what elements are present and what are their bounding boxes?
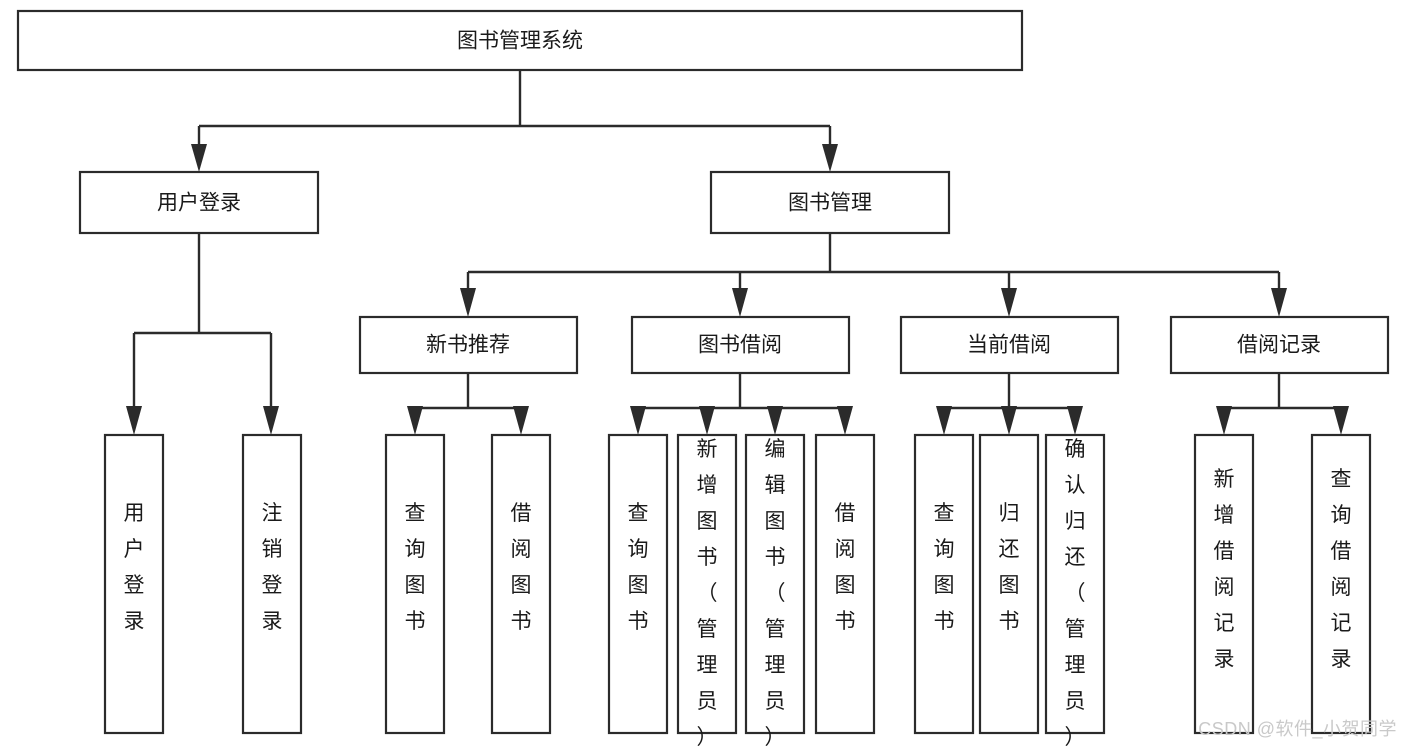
node-borrow-record-box[interactable] <box>1169 315 1390 375</box>
node-new-book-recommend[interactable]: 新书推荐 <box>358 315 579 375</box>
leaf-bb-borrow-book-label: 借阅图书 <box>835 502 856 633</box>
leaf-cb-return-book[interactable]: 归还图书 <box>978 433 1040 735</box>
arrow-head-nb-leaf-2 <box>513 406 529 435</box>
connector-group-root <box>191 70 838 172</box>
watermark-text: CSDN @软件_小贺同学 <box>1198 719 1397 739</box>
leaf-bb-query-book-label: 查询图书 <box>628 502 649 633</box>
node-user-login[interactable]: 用户登录 <box>78 170 320 235</box>
leaf-br-add-record[interactable]: 新增借阅记录 <box>1193 433 1255 735</box>
connector-group-current-borrow <box>936 373 1083 435</box>
leaf-bb-edit-book[interactable]: 编辑图书（管理员） <box>744 433 806 747</box>
arrow-head-cb-leaf-2 <box>1001 406 1017 435</box>
leaf-br-add-record-label: 新增借阅记录 <box>1214 468 1235 671</box>
arrow-head-book-borrow <box>732 288 748 317</box>
leaf-nb-query-book-label: 查询图书 <box>405 502 426 633</box>
leaf-user-login[interactable]: 用户登录 <box>103 433 165 735</box>
node-root-label: 图书管理系统 <box>457 30 583 53</box>
node-user-login-label: 用户登录 <box>157 192 241 215</box>
node-current-borrow[interactable]: 当前借阅 <box>899 315 1120 375</box>
leaf-bb-query-book[interactable]: 查询图书 <box>607 433 669 735</box>
arrow-head-user-login <box>191 144 207 172</box>
leaf-cb-confirm-return[interactable]: 确认归还（管理员） <box>1044 433 1106 747</box>
leaf-cb-confirm-return-box[interactable] <box>1044 433 1106 735</box>
leaf-cb-return-book-label: 归还图书 <box>999 502 1020 633</box>
node-book-borrow-box[interactable] <box>630 315 851 375</box>
leaf-cb-confirm-return-label: 确认归还（管理员） <box>1065 438 1086 747</box>
arrow-head-bb-leaf-1 <box>630 406 646 435</box>
arrow-head-new-book <box>460 288 476 317</box>
leaf-nb-borrow-book-box[interactable] <box>490 433 552 735</box>
leaf-bb-add-book-label: 新增图书（管理员） <box>697 438 718 747</box>
arrow-head-cb-leaf-3 <box>1067 406 1083 435</box>
node-root-box[interactable] <box>16 9 1024 72</box>
connector-group-new-book <box>407 373 529 435</box>
leaf-cb-query-book[interactable]: 查询图书 <box>913 433 975 735</box>
leaf-br-query-record[interactable]: 查询借阅记录 <box>1310 433 1372 735</box>
leaf-bb-add-book-box[interactable] <box>676 433 738 735</box>
arrow-head-bb-leaf-2 <box>699 406 715 435</box>
leaf-bb-edit-book-box[interactable] <box>744 433 806 735</box>
leaf-logout[interactable]: 注销登录 <box>241 433 303 735</box>
leaf-cb-return-book-box[interactable] <box>978 433 1040 735</box>
leaf-nb-borrow-book[interactable]: 借阅图书 <box>490 433 552 735</box>
connector-group-user-login <box>126 233 279 435</box>
node-new-book-recommend-box[interactable] <box>358 315 579 375</box>
leaf-cb-query-book-box[interactable] <box>913 433 975 735</box>
leaf-logout-label: 注销登录 <box>262 502 283 633</box>
arrow-head-borrow-record <box>1271 288 1287 317</box>
node-current-borrow-box[interactable] <box>899 315 1120 375</box>
leaf-user-login-label: 用户登录 <box>124 502 145 633</box>
leaf-br-add-record-box[interactable] <box>1193 433 1255 735</box>
leaf-user-login-box[interactable] <box>103 433 165 735</box>
node-book-manage[interactable]: 图书管理 <box>709 170 951 235</box>
leaf-br-query-record-label: 查询借阅记录 <box>1331 468 1352 671</box>
leaf-bb-edit-book-label: 编辑图书（管理员） <box>765 438 786 747</box>
connector-group-borrow-record <box>1216 373 1349 435</box>
leaf-bb-borrow-book[interactable]: 借阅图书 <box>814 433 876 735</box>
leaf-br-query-record-box[interactable] <box>1310 433 1372 735</box>
node-borrow-record[interactable]: 借阅记录 <box>1169 315 1390 375</box>
node-book-borrow[interactable]: 图书借阅 <box>630 315 851 375</box>
arrow-head-br-leaf-1 <box>1216 406 1232 435</box>
node-current-borrow-label: 当前借阅 <box>967 334 1051 357</box>
arrow-head-bb-leaf-4 <box>837 406 853 435</box>
arrow-head-br-leaf-2 <box>1333 406 1349 435</box>
arrow-head-leaf-logout <box>263 406 279 435</box>
arrow-head-current-borrow <box>1001 288 1017 317</box>
leaf-cb-query-book-label: 查询图书 <box>934 502 955 633</box>
node-root[interactable]: 图书管理系统 <box>16 9 1024 72</box>
connector-group-book-manage <box>460 233 1287 317</box>
leaf-bb-borrow-book-box[interactable] <box>814 433 876 735</box>
leaf-bb-add-book[interactable]: 新增图书（管理员） <box>676 433 738 747</box>
arrow-head-leaf-user-login <box>126 406 142 435</box>
node-book-manage-box[interactable] <box>709 170 951 235</box>
node-book-borrow-label: 图书借阅 <box>698 334 782 357</box>
node-new-book-recommend-label: 新书推荐 <box>426 334 510 357</box>
arrow-head-nb-leaf-1 <box>407 406 423 435</box>
leaf-nb-query-book[interactable]: 查询图书 <box>384 433 446 735</box>
arrow-head-book-manage <box>822 144 838 172</box>
node-borrow-record-label: 借阅记录 <box>1237 334 1321 357</box>
leaf-nb-query-book-box[interactable] <box>384 433 446 735</box>
node-book-manage-label: 图书管理 <box>788 192 872 215</box>
arrow-head-cb-leaf-1 <box>936 406 952 435</box>
arrow-head-bb-leaf-3 <box>767 406 783 435</box>
leaf-logout-box[interactable] <box>241 433 303 735</box>
leaf-bb-query-book-box[interactable] <box>607 433 669 735</box>
connector-group-book-borrow <box>630 373 853 435</box>
node-user-login-box[interactable] <box>78 170 320 235</box>
leaf-nb-borrow-book-label: 借阅图书 <box>511 502 532 633</box>
